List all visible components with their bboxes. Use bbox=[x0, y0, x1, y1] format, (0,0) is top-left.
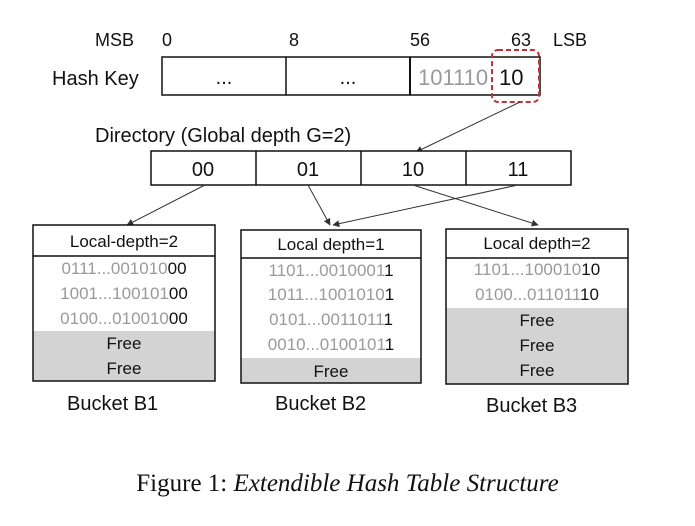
bucket-b3-free-1: Free bbox=[520, 311, 555, 330]
bit-pos-8: 8 bbox=[289, 30, 299, 50]
hash-key-tail-black: 10 bbox=[499, 65, 523, 90]
directory-entry-00: 00 bbox=[192, 159, 214, 181]
bucket-b1-free-2: Free bbox=[107, 359, 142, 378]
bucket-b1-header: Local-depth=2 bbox=[70, 232, 178, 251]
hash-key-cell-2: ... bbox=[340, 67, 357, 89]
hash-key-cell-1: ... bbox=[216, 67, 233, 89]
arrow-10-to-b3 bbox=[412, 184, 539, 227]
hash-key-label: Hash Key bbox=[52, 68, 139, 90]
bucket-b2-row-1: 1101...00100011 bbox=[268, 261, 393, 280]
directory-entry-01: 01 bbox=[297, 159, 319, 181]
bucket-b2-row-2: 1011...10010101 bbox=[268, 285, 394, 304]
bit-pos-56: 56 bbox=[410, 30, 430, 50]
hash-key-box bbox=[161, 56, 541, 96]
bucket-b1-box bbox=[32, 224, 216, 382]
bucket-b3-row-2: 0100...01101110 bbox=[475, 285, 599, 304]
arrow-01-to-b2 bbox=[307, 184, 331, 226]
bucket-b3-row-1: 1101...10001010 bbox=[474, 260, 600, 279]
bucket-b2-free-area bbox=[241, 358, 421, 383]
arrow-11-to-b2 bbox=[332, 184, 519, 228]
directory-title: Directory (Global depth G=2) bbox=[95, 125, 351, 147]
bucket-b1-row-3: 0100...01001000 bbox=[60, 309, 188, 328]
bucket-b2: Local depth=1 1101...00100011 1011...100… bbox=[240, 229, 422, 415]
bucket-b1-name: Bucket B1 bbox=[67, 393, 158, 415]
bucket-b2-name: Bucket B2 bbox=[275, 393, 366, 415]
bucket-b3-name: Bucket B3 bbox=[486, 395, 577, 417]
bucket-b3-free-area bbox=[446, 308, 628, 384]
bucket-b1-free-area bbox=[33, 331, 215, 381]
bucket-b1-row-2: 1001...10010100 bbox=[60, 284, 188, 303]
bucket-b3-header: Local depth=2 bbox=[483, 234, 590, 253]
msb-label: MSB bbox=[95, 30, 134, 50]
bucket-b3-free-3: Free bbox=[520, 361, 555, 380]
bucket-b2-row-3: 0101...00110111 bbox=[269, 310, 393, 329]
bucket-b2-free-1: Free bbox=[314, 362, 349, 381]
hash-key-tail-gray: 101110 bbox=[418, 65, 488, 90]
directory-entry-11: 11 bbox=[508, 159, 529, 181]
directory-entry-10: 10 bbox=[402, 159, 424, 181]
lsb-label: LSB bbox=[553, 30, 587, 50]
figure-caption: Figure 1: Extendible Hash Table Structur… bbox=[0, 470, 695, 498]
bucket-b2-box bbox=[240, 229, 422, 384]
bucket-b3-box bbox=[445, 228, 629, 385]
lsb-highlight-box bbox=[491, 49, 540, 103]
bucket-b3-free-2: Free bbox=[520, 336, 555, 355]
arrow-key-to-directory bbox=[415, 101, 521, 153]
arrow-00-to-b1 bbox=[126, 184, 206, 226]
bucket-b2-row-4: 0010...01001011 bbox=[268, 335, 394, 354]
bucket-b2-header: Local depth=1 bbox=[277, 235, 384, 254]
bucket-b1-free-1: Free bbox=[107, 334, 142, 353]
bit-pos-63: 63 bbox=[511, 30, 531, 50]
bucket-b1: Local-depth=2 0111...00101000 1001...100… bbox=[32, 224, 216, 415]
caption-title: Extendible Hash Table Structure bbox=[233, 470, 559, 497]
bucket-b3: Local depth=2 1101...10001010 0100...011… bbox=[445, 228, 629, 417]
bit-pos-0: 0 bbox=[162, 30, 172, 50]
caption-prefix: Figure 1: bbox=[136, 470, 234, 497]
bucket-b1-row-1: 0111...00101000 bbox=[61, 259, 186, 278]
extendible-hash-diagram: MSB 0 8 56 63 LSB Hash Key ... ... 10111… bbox=[32, 30, 629, 417]
